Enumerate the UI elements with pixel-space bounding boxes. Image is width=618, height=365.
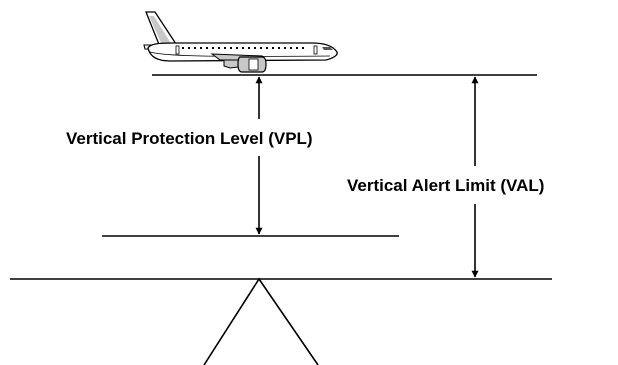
val-label: Vertical Alert Limit (VAL) [347, 176, 544, 195]
ground-reference-wedge [203, 277, 319, 365]
aircraft-icon [143, 11, 338, 73]
vpl-label: Vertical Protection Level (VPL) [66, 129, 313, 148]
